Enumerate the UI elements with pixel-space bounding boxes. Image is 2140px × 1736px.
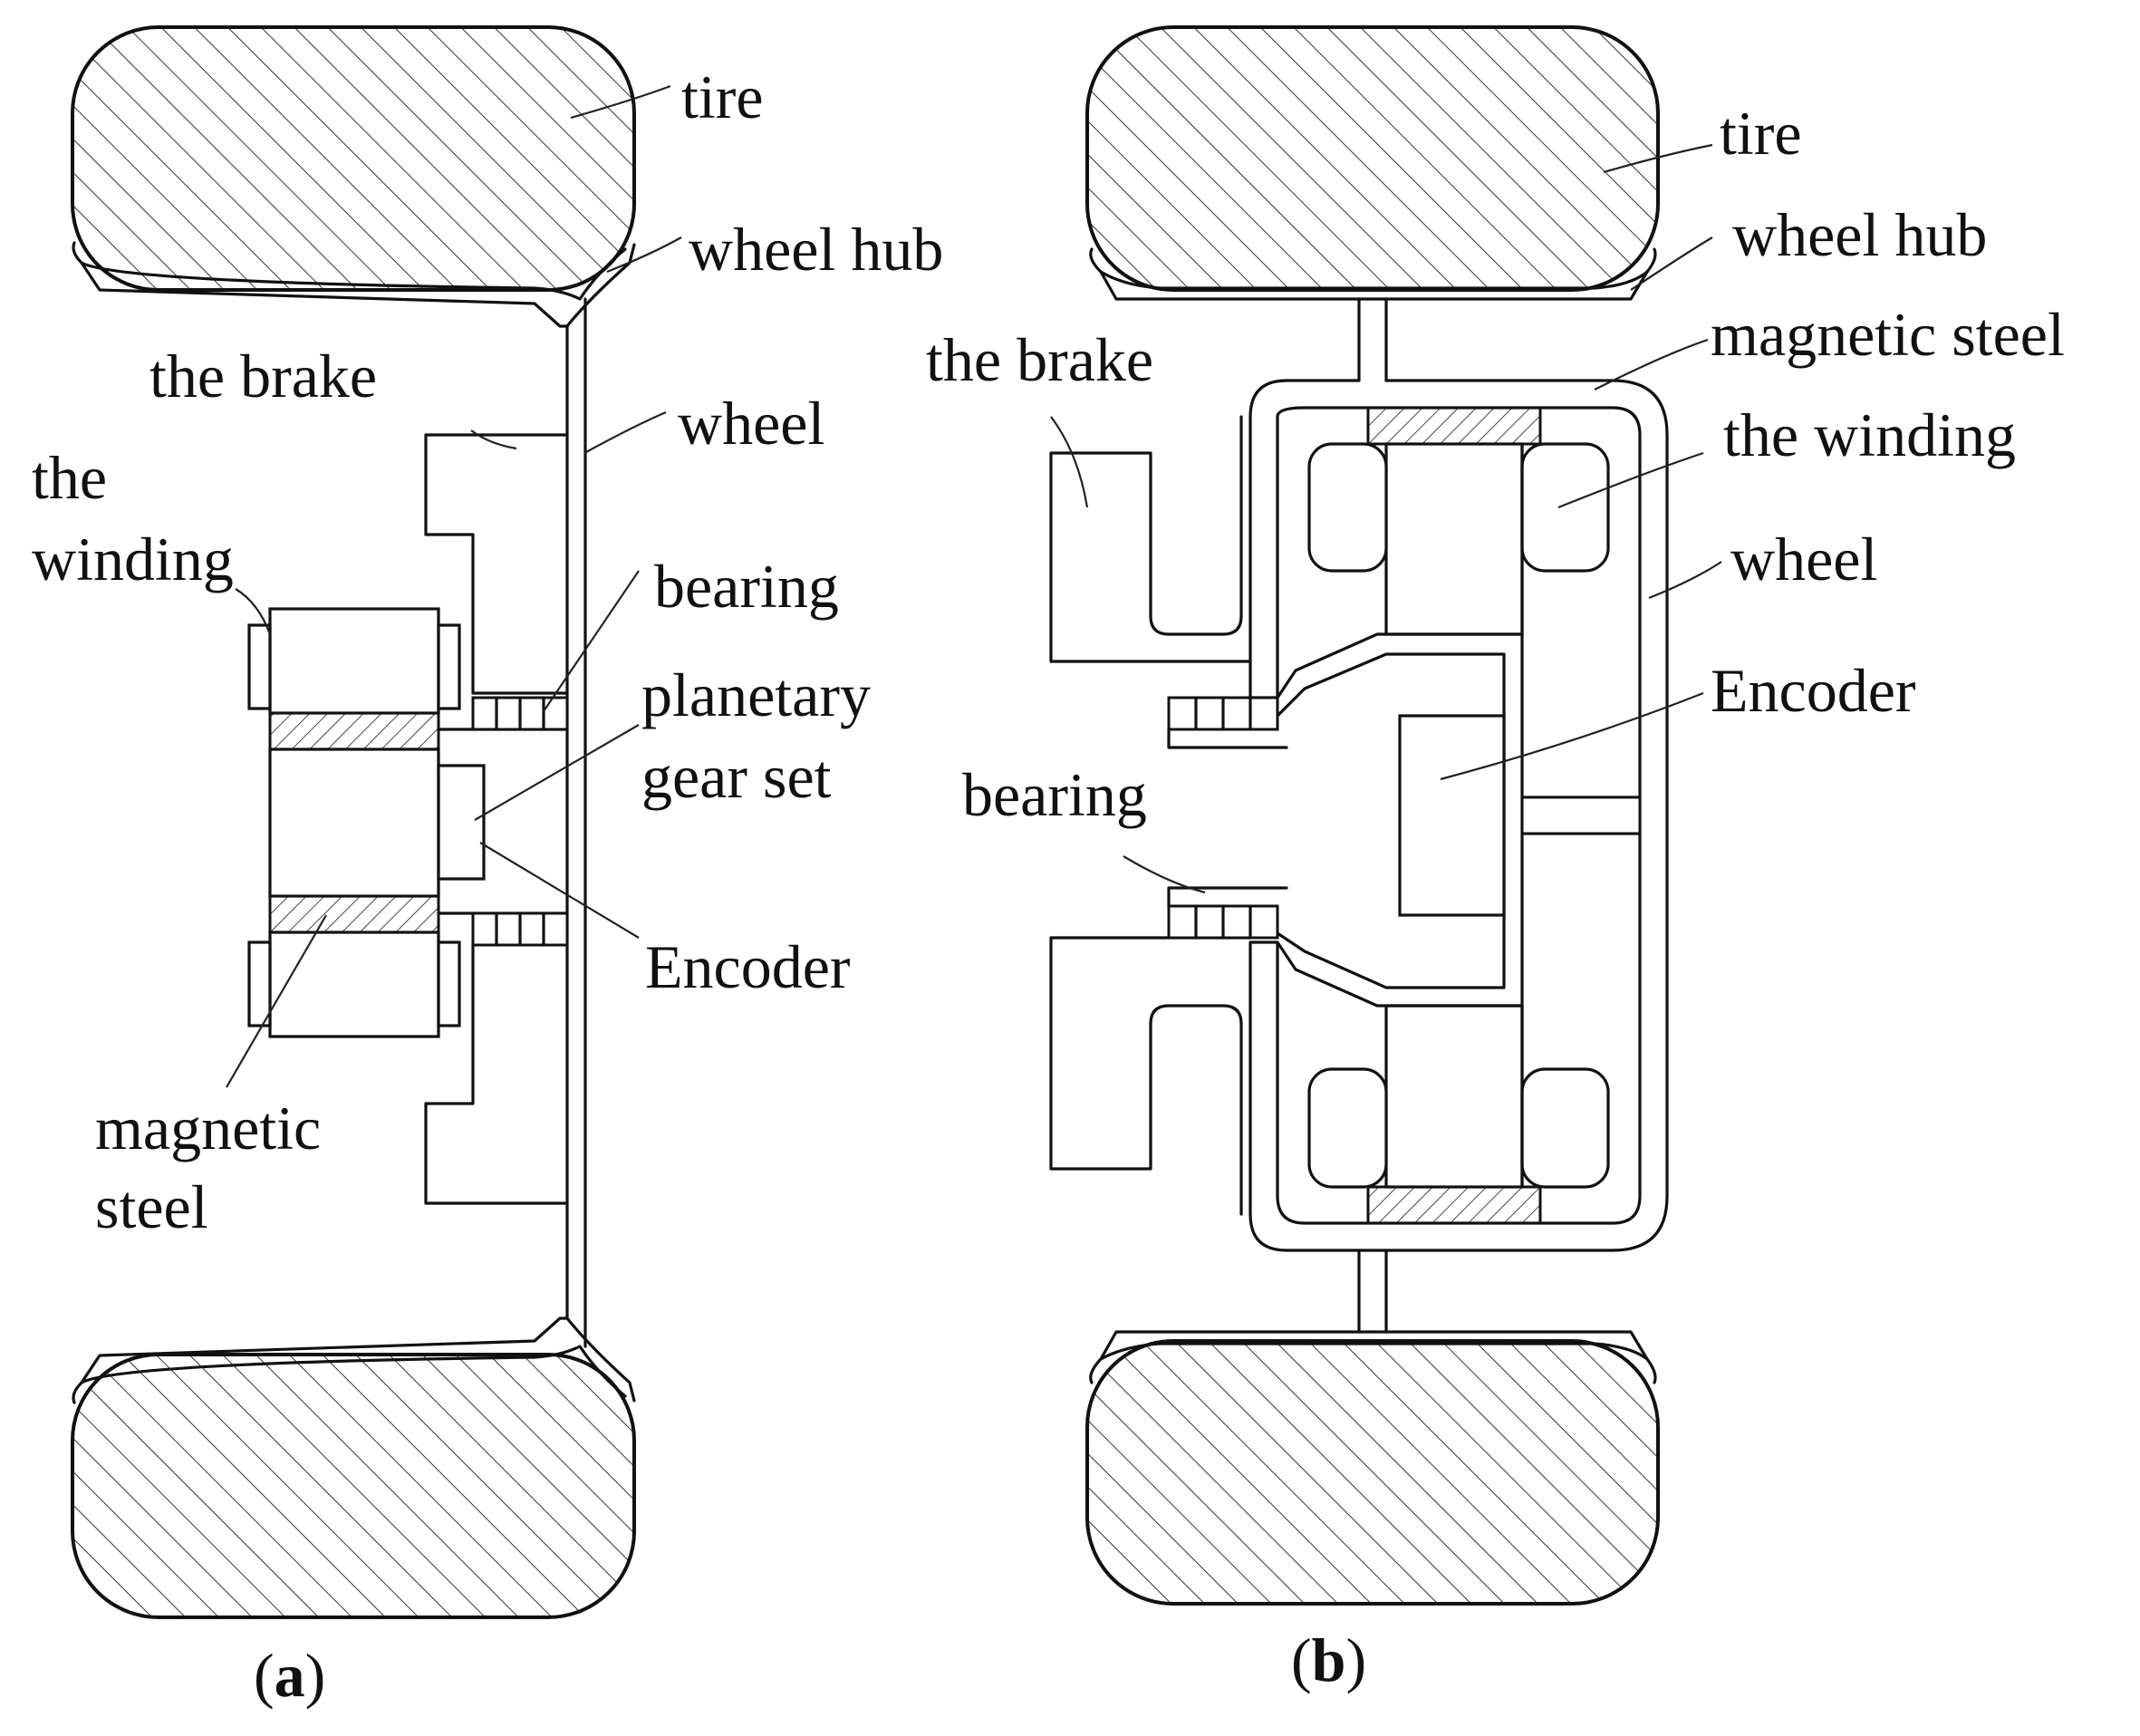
bearing-bottom-a [471,911,569,947]
label-tire-a: tire [681,63,764,131]
bearing-top-a [471,696,569,731]
brake-a [424,433,569,695]
label-wheel-b: wheel [1730,525,1877,593]
wheel-hub-bottom-a [72,1316,636,1404]
label-wheel-hub-b: wheel hub [1732,200,1987,269]
winding-bottom-left-b [1307,1067,1388,1189]
tire-top-a [71,25,636,292]
label-magnetic-steel-b: magnetic steel [1711,300,2065,369]
label-planetary-1-a: planetary [641,661,871,729]
panel-b: tire wheel hub magnetic steel the brake … [926,25,2065,1694]
wheel-hub-top-b [1089,247,1657,301]
wheel-hub-bottom-b [1089,1330,1657,1384]
encoder-b [1398,714,1506,917]
tire-bottom-a [71,1353,636,1619]
tire-top-b [1085,25,1660,292]
label-brake-b: the brake [926,325,1153,394]
motor-winding-bottom-a [268,931,440,1038]
label-encoder-a: Encoder [645,932,851,1001]
panel-a: tire wheel hub the brake wheel the windi… [32,25,943,1710]
magnetic-steel-top-a [268,711,440,751]
label-planetary-2-a: gear set [641,742,832,811]
wheel-hub-top-a [72,241,636,328]
label-wheel-a: wheel [678,389,824,458]
label-encoder-b: Encoder [1711,656,1916,725]
magnetic-steel-bottom-a [268,894,440,934]
label-bearing-b: bearing [962,760,1147,829]
caption-a: (a) [254,1641,325,1710]
encoder-a [437,764,486,881]
winding-top-right-b [1520,442,1610,573]
winding-bottom-right-b [1520,1067,1610,1189]
label-wheel-hub-a: wheel hub [689,215,943,284]
label-winding-1-a: the [32,443,107,512]
label-winding-b: the winding [1723,400,2016,469]
label-bearing-a: bearing [654,552,839,621]
motor-winding-top-a [268,607,440,715]
winding-top-left-b [1307,442,1388,573]
label-magnetic-1-a: magnetic [95,1094,321,1162]
bearing-bottom-b [1167,886,1288,940]
label-winding-2-a: winding [32,525,234,593]
brake-bottom-b [1049,936,1252,1216]
tire-bottom-b [1085,1339,1660,1606]
bearing-top-b [1167,696,1288,749]
label-brake-a: the brake [149,342,377,410]
label-tire-b: tire [1720,99,1802,168]
motor-core-a [268,747,440,898]
label-magnetic-2-a: steel [95,1172,208,1241]
magnetic-steel-bottom-b [1366,1185,1542,1225]
brake-top-b [1049,415,1252,663]
caption-b: (b) [1291,1625,1366,1694]
magnetic-steel-top-b [1366,406,1542,446]
wheel-housing-b [1248,379,1669,1252]
